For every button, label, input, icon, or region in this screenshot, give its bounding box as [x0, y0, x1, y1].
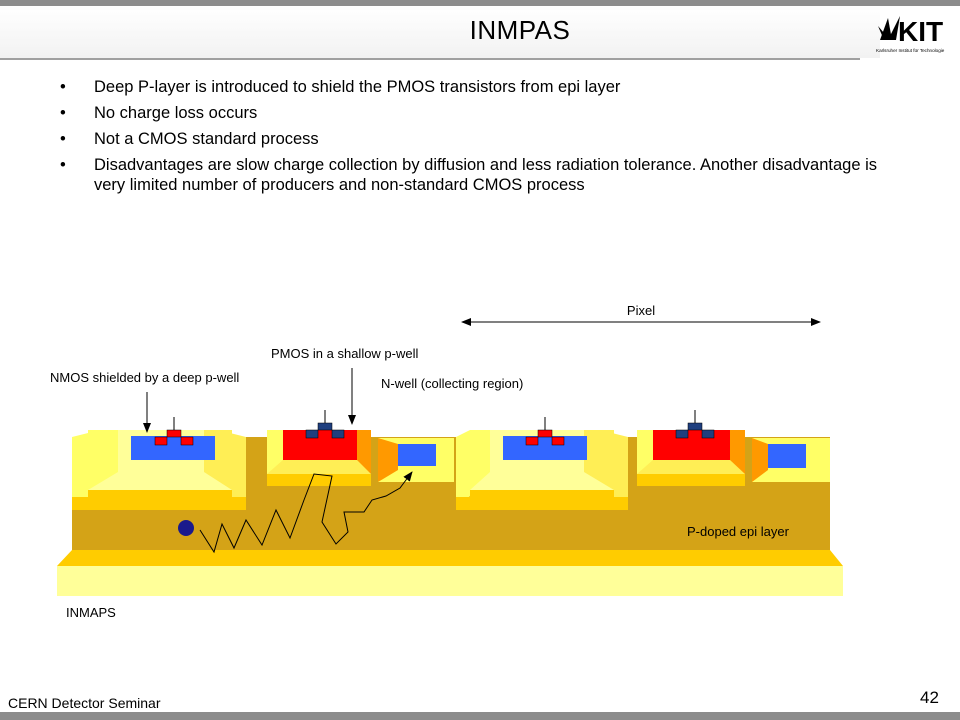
- kit-logo: KIT Karlsruher Institut für Technologie: [876, 16, 945, 53]
- kit-logo-fan-icon: [878, 16, 900, 40]
- diagram-caption: INMAPS: [66, 605, 116, 620]
- bullet-item: • Not a CMOS standard process: [60, 129, 880, 149]
- bullet-dot-icon: •: [60, 156, 66, 174]
- bullet-dot-icon: •: [60, 130, 66, 148]
- footer-seminar-name: CERN Detector Seminar: [8, 695, 161, 711]
- pmos-region: [283, 430, 357, 460]
- pmos-transistor-1: [305, 410, 345, 439]
- bullet-item: • Disadvantages are slow charge collecti…: [60, 155, 880, 195]
- nwell-collecting-2: [752, 438, 830, 482]
- substrate-top-layer: [57, 550, 843, 566]
- bullet-dot-icon: •: [60, 78, 66, 96]
- substrate-layer: [57, 566, 843, 596]
- bullet-text: Deep P-layer is introduced to shield the…: [94, 78, 621, 96]
- kit-logo-mark: KIT: [898, 16, 943, 47]
- nmos-label: NMOS shielded by a deep p-well: [50, 370, 239, 385]
- pmos-region: [653, 430, 730, 460]
- bullet-item: • No charge loss occurs: [60, 103, 880, 123]
- nwell-region: [768, 444, 806, 468]
- bullet-list: • Deep P-layer is introduced to shield t…: [60, 77, 880, 201]
- kit-logo-subtitle: Karlsruher Institut für Technologie: [876, 48, 945, 53]
- title-underline: [0, 58, 860, 60]
- electron-icon: [178, 520, 194, 536]
- bullet-dot-icon: •: [60, 104, 66, 122]
- top-band: [0, 0, 960, 6]
- nmos-transistor-1: [154, 417, 194, 446]
- pmos-label: PMOS in a shallow p-well: [271, 346, 418, 361]
- bottom-band: [0, 712, 960, 720]
- nmos-region: [131, 436, 215, 460]
- nmos-deep-pwell-2: [456, 430, 628, 510]
- pmos-shallow-pwell-2: [637, 430, 745, 486]
- slide-title: INMPAS: [469, 15, 571, 45]
- nwell-region: [398, 444, 436, 466]
- diffusion-path: [199, 471, 413, 554]
- pixel-label: Pixel: [627, 303, 655, 318]
- nmos-deep-pwell-1: [72, 430, 246, 510]
- title-background: [0, 6, 880, 58]
- inmaps-cross-section-diagram: Pixel PMOS in a shallow p-well NMOS shie…: [50, 303, 843, 620]
- bullet-text: Not a CMOS standard process: [94, 130, 319, 148]
- pmos-transistor-2: [675, 410, 715, 439]
- pmos-shallow-pwell-1: [267, 430, 371, 486]
- epi-label: P-doped epi layer: [687, 524, 790, 539]
- nmos-region: [503, 436, 587, 460]
- bullet-text: Disadvantages are slow charge collection…: [94, 156, 878, 194]
- bullet-item: • Deep P-layer is introduced to shield t…: [60, 77, 880, 97]
- nwell-label: N-well (collecting region): [381, 376, 523, 391]
- bullet-text: No charge loss occurs: [94, 104, 258, 122]
- nmos-transistor-2: [525, 417, 565, 446]
- page-number: 42: [920, 688, 939, 707]
- nwell-collecting-1: [378, 438, 454, 482]
